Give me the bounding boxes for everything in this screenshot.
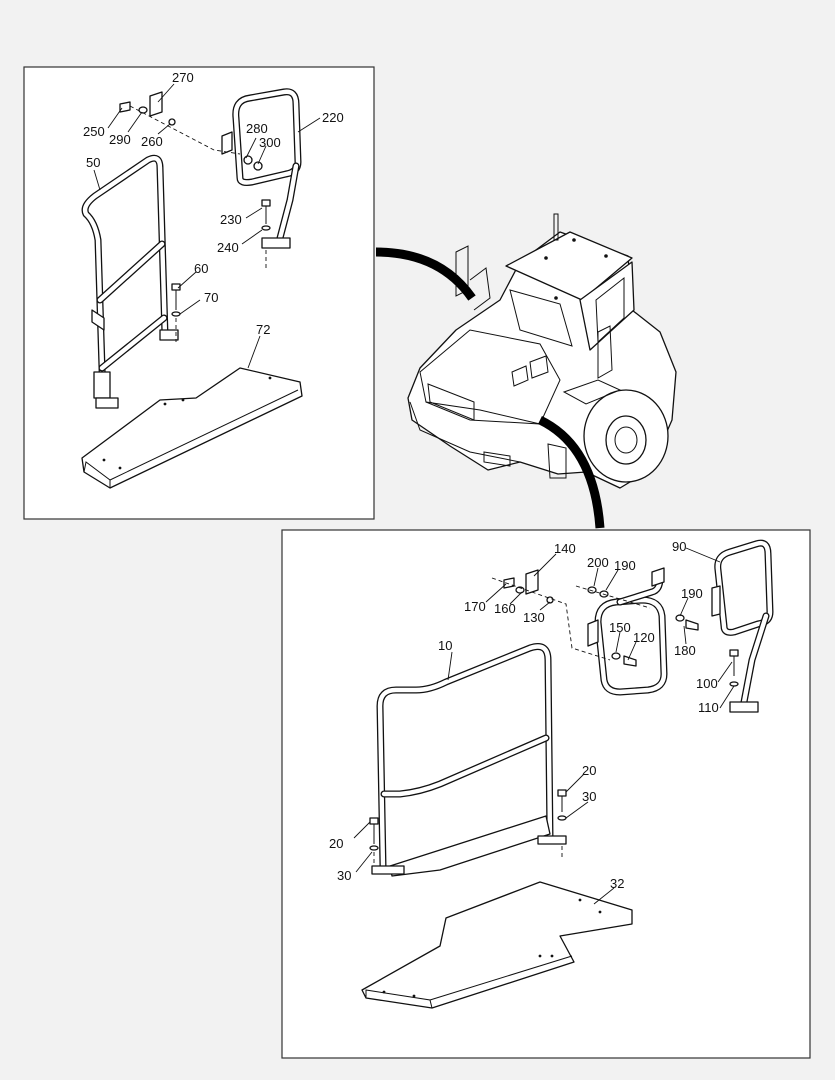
label-250: 250: [83, 124, 105, 139]
label-110: 110: [698, 700, 719, 715]
grab-handle-120: [587, 567, 668, 696]
grab-handle-220: [221, 88, 302, 249]
label-290: 290: [109, 132, 131, 147]
bolt-150: [611, 652, 637, 667]
label-130: 130: [523, 610, 545, 625]
label-300: 300: [259, 135, 281, 150]
upper-panel-frame: [23, 66, 375, 520]
lower-panel-frame: [281, 529, 811, 1059]
hinge-hardware-200: [575, 585, 651, 609]
grab-handle-90: [711, 539, 774, 713]
bolt-100: [729, 649, 739, 687]
step-plate-72: [81, 367, 303, 489]
label-32: 32: [610, 876, 624, 891]
hinge-hardware-140: [491, 569, 611, 661]
label-180: 180: [674, 643, 696, 658]
lower-leader-lines: [353, 547, 735, 905]
label-120: 120: [633, 630, 655, 645]
label-150: 150: [609, 620, 631, 635]
label-240: 240: [217, 240, 239, 255]
bolt-20-left: [369, 817, 379, 866]
bolt-230: [261, 199, 271, 268]
label-70: 70: [204, 290, 218, 305]
label-160: 160: [494, 601, 516, 616]
handrail-10: [371, 643, 567, 877]
bolt-20-right: [557, 789, 567, 858]
label-190-right: 190: [681, 586, 703, 601]
label-100: 100: [696, 676, 718, 691]
label-170: 170: [464, 599, 486, 614]
upper-panel: 270 250 290 260 280 300 220 50 230 240 6…: [23, 66, 375, 520]
callout-arrow-lower: [537, 415, 605, 529]
label-230: 230: [220, 212, 242, 227]
label-260: 260: [141, 134, 163, 149]
label-60: 60: [194, 261, 208, 276]
label-72: 72: [256, 322, 270, 337]
label-200: 200: [587, 555, 609, 570]
label-10: 10: [438, 638, 452, 653]
label-50: 50: [86, 155, 100, 170]
step-plate-32: [361, 881, 633, 1009]
callout-arrow-upper: [375, 247, 476, 301]
label-90: 90: [672, 539, 686, 554]
hinge-hardware-270: [119, 91, 241, 155]
lower-labels: 140 200 190 90 170 160 130 190 150 120 1…: [329, 539, 719, 891]
label-20-right: 20: [582, 763, 596, 778]
lower-panel: 140 200 190 90 170 160 130 190 150 120 1…: [281, 529, 811, 1059]
label-270: 270: [172, 70, 194, 85]
label-280: 280: [246, 121, 268, 136]
label-140: 140: [554, 541, 576, 556]
label-190-top: 190: [614, 558, 636, 573]
label-20-left: 20: [329, 836, 343, 851]
label-220: 220: [322, 110, 344, 125]
articulated-hauler-illustration: [407, 213, 677, 489]
handrail-50: [81, 154, 179, 409]
upper-labels: 270 250 290 260 280 300 220 50 230 240 6…: [83, 70, 344, 337]
upper-leader-lines: [93, 83, 321, 369]
label-30-left: 30: [337, 868, 351, 883]
label-30-right: 30: [582, 789, 596, 804]
